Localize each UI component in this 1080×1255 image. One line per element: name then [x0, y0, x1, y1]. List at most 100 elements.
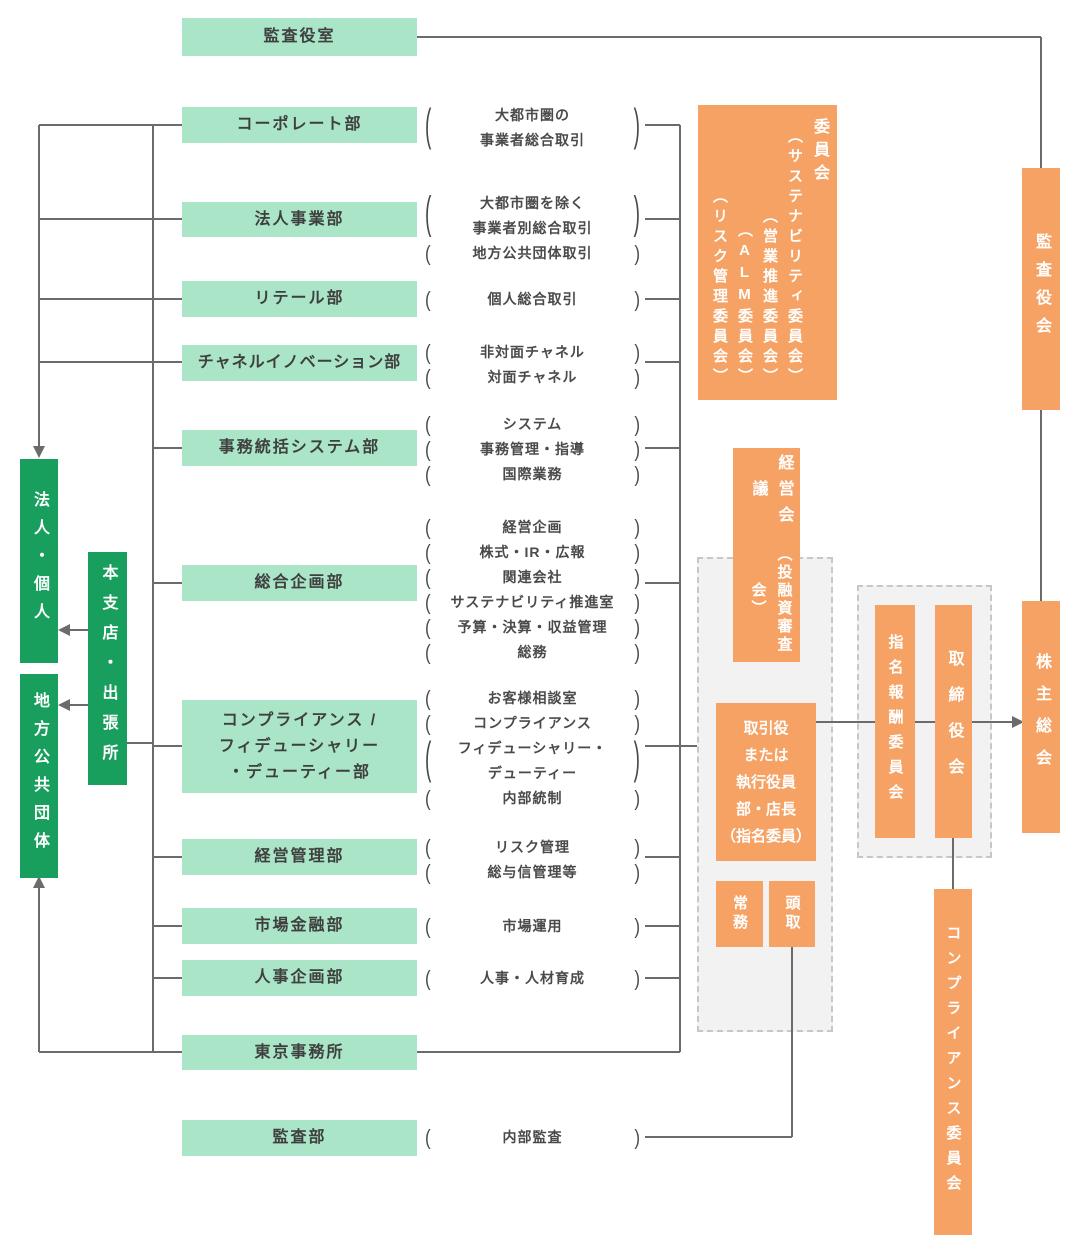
- paren-close: ): [634, 914, 640, 938]
- paren-open: (: [425, 462, 431, 486]
- dept-box-keiei: 経営管理部: [182, 839, 417, 875]
- paren-close: ): [633, 735, 640, 785]
- paren-close: ): [634, 540, 640, 564]
- dept-box-tokyo: 東京事務所: [182, 1035, 417, 1070]
- dept-box-channel: チャネルイノベーション部: [182, 345, 417, 381]
- paren-close: ): [634, 835, 640, 859]
- dept-box-shijo: 市場金融部: [182, 908, 417, 944]
- dept-box-retail: リテール部: [182, 281, 417, 317]
- committee-item-risk-management: （リスク管理委員会）: [711, 188, 728, 388]
- paren-open: (: [425, 615, 431, 639]
- paren-close: ): [633, 190, 640, 240]
- dept-box-compliance: コンプライアンス / フィデューシャリー ・デューティー部: [182, 700, 417, 793]
- paren-close: ): [634, 1125, 640, 1149]
- desc-sogo-4: ( サステナビリティ推進室 ): [425, 590, 640, 614]
- desc-jimu-1: ( システム ): [425, 412, 640, 436]
- board-of-directors-box: 取締役会: [935, 605, 972, 838]
- committees-columns: 委員会 （サステナビリティ委員会） （営業推進委員会） （ALM委員会） （リス…: [698, 105, 837, 400]
- paren-close: ): [634, 515, 640, 539]
- paren-close: ): [634, 860, 640, 884]
- paren-close: ): [634, 786, 640, 810]
- dept-label: 事務統括システム部: [218, 439, 381, 456]
- paren-close: ): [634, 340, 640, 364]
- arrow-left-icon: [58, 624, 70, 636]
- management-council-box: 経営会議 （投融資審査会）: [733, 448, 800, 662]
- management-council-label: 経営会議: [749, 453, 793, 532]
- desc-comp-3: ( フィデューシャリー・ デューティー ): [425, 735, 640, 786]
- paren-close: ): [634, 462, 640, 486]
- desc-comp-2: ( コンプライアンス ): [425, 711, 640, 735]
- committee-item-sales-promotion: （営業推進委員会）: [761, 208, 778, 388]
- compliance-committee-box: コンプライアンス委員会: [934, 889, 972, 1235]
- paren-open: (: [425, 860, 431, 884]
- paren-open: (: [425, 590, 431, 614]
- desc-sogo-1: ( 経営企画 ): [425, 515, 640, 539]
- desc-keiei-2: ( 総与信管理等 ): [425, 860, 640, 884]
- dept-label: 法人事業部: [254, 210, 345, 228]
- investment-screening-label: （投融資審査会）: [749, 545, 793, 654]
- dept-label: 監査部: [272, 1129, 327, 1146]
- desc-channel-1: ( 非対面チャネル ): [425, 340, 640, 364]
- paren-open: （: [736, 222, 753, 242]
- desc-sogo-5: ( 予算・決算・収益管理 ): [425, 615, 640, 639]
- paren-open: (: [425, 1125, 431, 1149]
- paren-open: (: [425, 565, 431, 589]
- desc-shijo-1: ( 市場運用 ): [425, 914, 640, 938]
- todori-box: 頭取: [769, 881, 815, 947]
- dept-label: 東京事務所: [254, 1043, 345, 1061]
- nomination-compensation-committee-box: 指名報酬委員会: [875, 605, 915, 838]
- dept-box-kansa: 監査部: [182, 1120, 417, 1156]
- desc-comp-4: ( 内部統制 ): [425, 786, 640, 810]
- paren-close: ): [634, 686, 640, 710]
- paren-open: (: [425, 340, 431, 364]
- dept-label: 市場金融部: [254, 917, 345, 934]
- dept-label: 経営管理部: [254, 848, 345, 865]
- paren-close: ): [634, 412, 640, 436]
- paren-close: ): [634, 640, 640, 664]
- paren-close: ): [634, 615, 640, 639]
- customer-box-hojin-kojin: 法人・個人: [20, 459, 58, 663]
- paren-close: ): [634, 590, 640, 614]
- desc-sogo-3: ( 関連会社 ): [425, 565, 640, 589]
- paren-open: (: [425, 686, 431, 710]
- desc-jinji-1: ( 人事・人材育成 ): [425, 966, 640, 990]
- desc-sogo-2: ( 株式・IR・広報 ): [425, 540, 640, 564]
- dept-label: リテール部: [254, 290, 345, 307]
- dept-label: 監査役室: [263, 28, 336, 45]
- paren-open: (: [425, 835, 431, 859]
- dept-box-jimu: 事務統括システム部: [182, 430, 417, 466]
- paren-close: ): [634, 365, 640, 389]
- desc-channel-2: ( 対面チャネル ): [425, 365, 640, 389]
- committees-title: 委員会: [811, 118, 828, 187]
- arrow-left-icon: [58, 699, 70, 711]
- paren-close: ): [633, 102, 640, 152]
- paren-close: ）: [736, 368, 753, 388]
- paren-close: ): [634, 711, 640, 735]
- desc-retail: ( 個人総合取引 ): [425, 287, 640, 311]
- paren-open: (: [425, 966, 431, 990]
- committee-item-sustainability: （サステナビリティ委員会）: [786, 128, 803, 388]
- paren-open: (: [425, 711, 431, 735]
- customer-box-chiho: 地方公共団体: [20, 674, 58, 878]
- paren-open: (: [425, 190, 432, 240]
- paren-open: (: [425, 515, 431, 539]
- dept-label: 総合企画部: [254, 574, 345, 591]
- paren-open: (: [425, 437, 431, 461]
- dept-label: 人事企画部: [254, 969, 345, 986]
- desc-jimu-3: ( 国際業務 ): [425, 462, 640, 486]
- arrow-down-icon: [33, 446, 45, 458]
- paren-open: (: [425, 287, 431, 311]
- paren-open: (: [425, 786, 431, 810]
- dept-box-audit-office: 監査役室: [182, 18, 417, 56]
- paren-close: ): [634, 966, 640, 990]
- committees-box: 委員会 （サステナビリティ委員会） （営業推進委員会） （ALM委員会） （リス…: [698, 105, 837, 400]
- desc-hojin-main: ( 大都市圏を除く 事業者別総合取引 ): [425, 190, 640, 241]
- paren-open: (: [425, 914, 431, 938]
- dept-box-jinji: 人事企画部: [182, 960, 417, 996]
- dept-box-sogo: 総合企画部: [182, 565, 417, 601]
- desc-hojin-sub: ( 地方公共団体取引 ): [425, 241, 640, 265]
- paren-open: (: [425, 735, 432, 785]
- jomu-box: 常務: [716, 881, 763, 947]
- branch-box-honshiten: 本支店・出張所: [88, 552, 127, 785]
